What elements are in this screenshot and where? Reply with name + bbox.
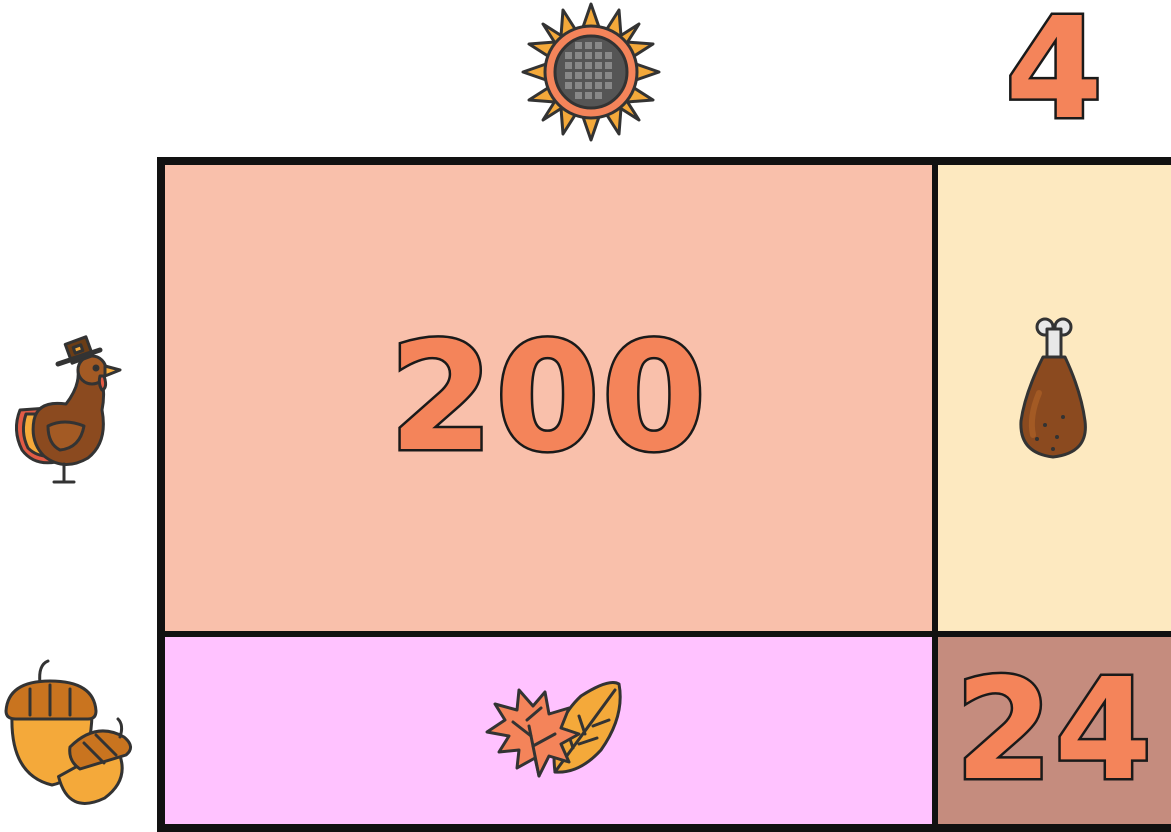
area-model-grid: 200 [157,157,1171,832]
autumn-leaves-icon [469,676,629,786]
turkey-icon [8,330,128,490]
cell-top-left: 200 [165,165,932,631]
sunflower-icon [521,2,661,142]
cell-top-right [938,165,1171,631]
column-2-label: 4 [990,0,1120,140]
acorn-icon [0,655,140,805]
drumstick-icon [1015,313,1095,473]
cell-bottom-right: 24 [938,637,1171,824]
cell-bottom-left [165,637,932,824]
cell-top-left-value: 200 [389,323,708,473]
cell-bottom-right-value: 24 [955,661,1154,801]
